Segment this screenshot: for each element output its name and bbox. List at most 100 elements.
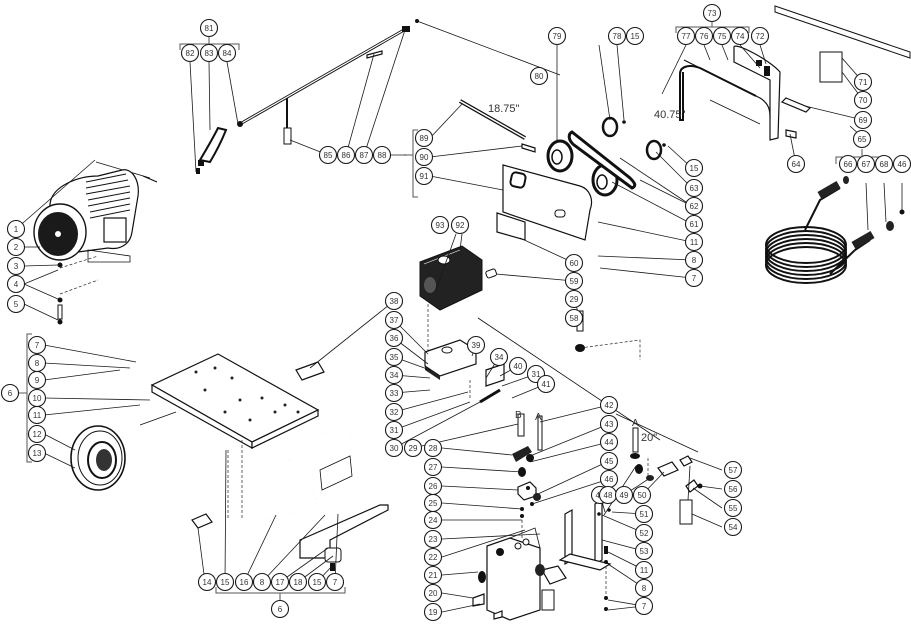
callout-circle (6, 256, 26, 276)
callout-85-wand: 85 (318, 145, 338, 165)
callout-24-fitting: 24 (423, 510, 443, 530)
callout-8-washer: 8 (252, 572, 272, 592)
callout-15-bolt: 15 (307, 572, 327, 592)
callout-number: 43 (605, 420, 614, 429)
callout-circle (853, 90, 873, 110)
callout-number: 52 (640, 529, 649, 538)
callout-number: 70 (859, 96, 868, 105)
callout-7-nut: 7 (325, 572, 345, 592)
callout-circle (529, 66, 549, 86)
callout-number: 88 (378, 151, 387, 160)
callout-number: 61 (690, 220, 699, 229)
callout-69-bracket: 69 (853, 110, 873, 130)
callout-15-bolt: 15 (625, 26, 645, 46)
callout-number: 46 (605, 475, 614, 484)
callout-78-bushing: 78 (607, 26, 627, 46)
callout-circle (634, 596, 654, 616)
callout-16-handle: 16 (234, 572, 254, 592)
callout-55-cap: 55 (723, 498, 743, 518)
callout-circle (384, 383, 404, 403)
callout-circle (466, 335, 486, 355)
callout-7-nut: 7 (27, 335, 47, 355)
callout-number: 17 (276, 578, 285, 587)
callout-circle (723, 479, 743, 499)
callout-circle (252, 572, 272, 592)
callout-83-gun: 83 (199, 43, 219, 63)
callout-number: 31 (532, 370, 541, 379)
callout-36-pump-mount: 36 (384, 328, 404, 348)
callout-circle (27, 335, 47, 355)
callout-number: 62 (690, 202, 699, 211)
callout-circle (0, 383, 20, 403)
callout-circle (564, 253, 584, 273)
callout-81-gun-assembly: 81 (199, 18, 219, 38)
callout-circle (614, 485, 634, 505)
callout-23-screw: 23 (423, 529, 443, 549)
callout-31-washer: 31 (384, 420, 404, 440)
callout-circle (199, 18, 219, 38)
callout-circle (632, 485, 652, 505)
callout-number: 45 (605, 457, 614, 466)
callout-67-hose: 67 (856, 154, 876, 174)
callout-number: 41 (542, 380, 551, 389)
callout-40-plate: 40 (508, 356, 528, 376)
callout-circle (423, 457, 443, 477)
callout-20-decal: 20 (423, 583, 443, 603)
callout-circle (318, 145, 338, 165)
spray-gun-drawing (196, 19, 561, 174)
callout-number: 29 (570, 295, 579, 304)
dimension-belt-guard: 40.75" (654, 109, 686, 121)
callout-number: 25 (429, 499, 438, 508)
callout-29-hose-b: 29 (403, 438, 423, 458)
callout-circle (750, 26, 770, 46)
callout-circle (838, 154, 858, 174)
callout-circle (423, 602, 443, 622)
callout-number: 82 (186, 49, 195, 58)
callout-number: 55 (729, 504, 738, 513)
callout-number: 33 (390, 389, 399, 398)
callout-11-bolt: 11 (634, 560, 654, 580)
callout-number: 32 (390, 408, 399, 417)
callout-number: 42 (605, 401, 614, 410)
callout-number: 46 (898, 160, 907, 169)
callout-number: 44 (605, 438, 614, 447)
callout-number: 71 (859, 78, 868, 87)
callout-27-fitting: 27 (423, 457, 443, 477)
callout-73-belt-guard-assembly: 73 (702, 3, 722, 23)
callout-number: 53 (640, 547, 649, 556)
callout-76-belt-guard: 76 (694, 26, 714, 46)
callout-circle (634, 578, 654, 598)
callout-number: 11 (640, 566, 649, 575)
callout-number: 7 (35, 341, 40, 350)
callout-circle (234, 572, 254, 592)
callout-circle (684, 158, 704, 178)
callout-circle (384, 310, 404, 330)
callout-54-tag: 54 (723, 517, 743, 537)
callout-circle (874, 154, 894, 174)
callout-63-bushing: 63 (684, 178, 704, 198)
callout-circle (450, 215, 470, 235)
callout-number: 8 (642, 584, 647, 593)
callout-number: 2 (14, 243, 19, 252)
callout-66-quick-coupler: 66 (838, 154, 858, 174)
callout-88-wand-assembly: 88 (372, 145, 392, 165)
callout-18-rubber-foot: 18 (288, 572, 308, 592)
callout-number: 77 (682, 32, 691, 41)
callout-68-coupler: 68 (874, 154, 894, 174)
callout-number: 19 (429, 608, 438, 617)
control-box-drawing (472, 413, 612, 621)
callout-circle (288, 572, 308, 592)
callout-circle (217, 43, 237, 63)
callout-circle (27, 443, 47, 463)
callout-number: 21 (429, 571, 438, 580)
callout-circle (853, 72, 873, 92)
dimension-wand: 18.75" (488, 103, 520, 115)
callout-number: 28 (429, 444, 438, 453)
callout-number: 50 (638, 491, 647, 500)
callout-circle (625, 26, 645, 46)
callout-circle (599, 414, 619, 434)
callout-circle (270, 572, 290, 592)
hose-label-a-lower: A (535, 412, 542, 423)
callout-26-manifold-block: 26 (423, 476, 443, 496)
callout-number: 84 (223, 49, 232, 58)
